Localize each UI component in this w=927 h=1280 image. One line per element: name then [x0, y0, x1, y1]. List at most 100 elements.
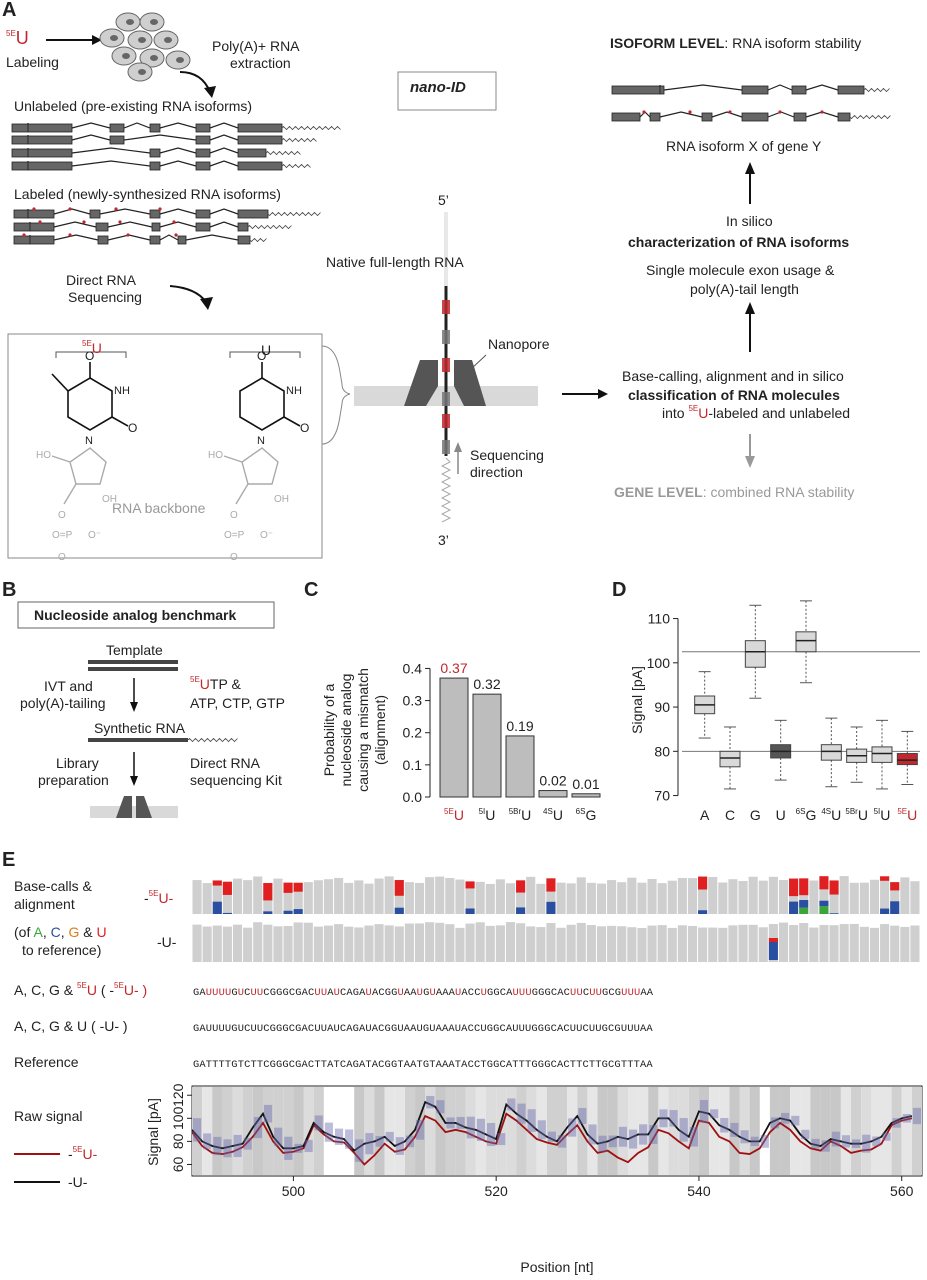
unlabeled-isoform-2-exon-2: [109, 135, 125, 145]
isoform-x-label: RNA isoform X of gene Y: [666, 138, 822, 154]
panel-label-d: D: [612, 579, 627, 601]
bc5eu-bar-60: [799, 878, 809, 914]
bcu-bar-61: [809, 927, 819, 962]
signal-event-46: [659, 1109, 668, 1128]
signal-band-501: [303, 1087, 314, 1175]
signal-band-514: [435, 1087, 446, 1175]
panel-label-c: C: [304, 579, 319, 601]
bc5eu-mis-u-50: [698, 876, 708, 890]
signal-band-538: [678, 1087, 689, 1175]
bc5eu-bar-22: [414, 882, 425, 914]
signal-band-526: [557, 1087, 568, 1175]
bcu-bar-38: [576, 922, 586, 962]
cell-nucleus-7: [176, 57, 184, 63]
bcu-bar-71: [910, 925, 920, 962]
unlabeled-isoform-1-polya: [281, 125, 341, 131]
labeled-isoform-1-label-3: [158, 207, 162, 211]
arrowhead-drs: [200, 297, 213, 310]
cell-nucleus-4: [164, 37, 172, 43]
bar-value-label-1: 0.32: [473, 676, 500, 692]
bcu-bar-40: [596, 926, 607, 962]
bcu-bar-24: [435, 922, 445, 962]
cell-nucleus-8: [138, 69, 146, 75]
sequence-reference: GATTTTGTCTTCGGGCGACTTATCAGATACGGTAATGTAA…: [193, 1059, 653, 1071]
classification-label: classification of RNA molecules: [628, 387, 840, 403]
labeled-isoform-1-intron-1: [53, 208, 91, 215]
bcu-bar-16: [354, 927, 364, 962]
signal-ytick-label-3: 120: [170, 1083, 186, 1107]
bcu-bar-52: [718, 927, 728, 962]
labeled-isoform-1-polya: [267, 211, 321, 217]
utp-text: 5EUTP &: [190, 675, 241, 693]
signal-band-517: [465, 1087, 476, 1175]
box-ytick-label-1: 80: [654, 743, 670, 759]
bcu-bar-17: [364, 925, 374, 962]
labeled-isoform-2-exon-3: [151, 222, 161, 232]
signal-event-55: [750, 1136, 759, 1147]
isoform-level-1-intron-3: [805, 84, 839, 91]
isoform-level-2-intron-2: [711, 111, 743, 118]
signal-xtick-label-3: 560: [890, 1183, 914, 1199]
signal-band-549: [790, 1087, 801, 1175]
unlabeled-isoform-2-exon-1: [27, 135, 73, 145]
ivt-text-2: poly(A)-tailing: [20, 695, 106, 711]
bc5eu-bar-18: [374, 878, 384, 914]
to-reference-label: to reference): [22, 942, 102, 958]
signal-band-537: [668, 1087, 679, 1175]
signal-band-548: [780, 1087, 791, 1175]
signal-ytick-label-2: 100: [170, 1106, 186, 1130]
synthetic-polya: [187, 737, 238, 743]
signal-event-33: [527, 1109, 536, 1132]
signal-event-67: [872, 1136, 881, 1147]
unlabeled-isoform-4-exon-2: [149, 161, 161, 171]
unlabeled-isoform-3-exon-4: [237, 148, 267, 158]
bc5eu-mis-c-20: [394, 907, 404, 914]
bc5eu-bar-8: [273, 878, 283, 914]
isoform-level-1: [611, 84, 890, 95]
strand-base-5: [442, 440, 450, 454]
bc5eu-mis-c-63: [829, 913, 839, 914]
signal-event-53: [730, 1122, 739, 1137]
synthetic-rna-label: Synthetic RNA: [94, 720, 186, 736]
basecalls-label-2: alignment: [14, 896, 75, 912]
bc5eu-bar-23: [425, 877, 435, 914]
labeled-isoform-2-exon-4: [195, 222, 211, 232]
bcu-bar-69: [890, 925, 900, 962]
isoform-level-2-label-2: [728, 110, 732, 114]
struct-5eu-n: N: [85, 435, 93, 447]
signal-event-61: [811, 1138, 820, 1149]
bcu-bar-9: [283, 926, 293, 962]
labeled-isoform-3-intron-1: [53, 234, 99, 241]
signal-event-68: [882, 1132, 891, 1141]
kit-text-2: sequencing Kit: [190, 772, 282, 788]
polya-tail-pore: [440, 457, 452, 523]
bc5eu-bar-10: [293, 882, 303, 914]
bcu-bar-35: [546, 923, 556, 962]
signal-band-507: [364, 1087, 375, 1175]
bc5eu-mis-c-7: [263, 911, 273, 914]
bcu-bar-48: [677, 925, 687, 962]
signal-band-560: [901, 1087, 912, 1175]
bar-ylabel-line-2: causing a mismatch: [355, 668, 371, 792]
bc5eu-bar-47: [667, 880, 677, 914]
bc5eu-mis-u-59: [789, 878, 799, 897]
signal-ytick-label-0: 60: [170, 1156, 186, 1172]
labeled-isoform-1-label-2: [114, 207, 118, 211]
labeled-isoform-2-exon-2: [95, 222, 109, 232]
signal-event-31: [507, 1098, 516, 1111]
cell-nucleus-5: [122, 53, 130, 59]
bc5eu-bar-6: [253, 876, 263, 914]
signal-event-59: [791, 1115, 800, 1126]
bc5eu-bar-71: [910, 881, 920, 914]
bc5eu-bar-43: [627, 877, 637, 914]
signal-event-45: [649, 1125, 658, 1144]
signal-event-64: [841, 1135, 851, 1148]
bc5eu-bar-64: [839, 876, 849, 914]
bcu-bar-34: [536, 927, 546, 962]
bcu-bar-5: [243, 927, 253, 962]
box-label-5eu: 5EU: [82, 339, 102, 357]
signal-band-521: [506, 1087, 517, 1175]
unlabeled-title: Unlabeled (pre-existing RNA isoforms): [14, 98, 253, 114]
struct-5eu-structure: [51, 362, 129, 505]
struct-u-c3o: [235, 483, 249, 505]
